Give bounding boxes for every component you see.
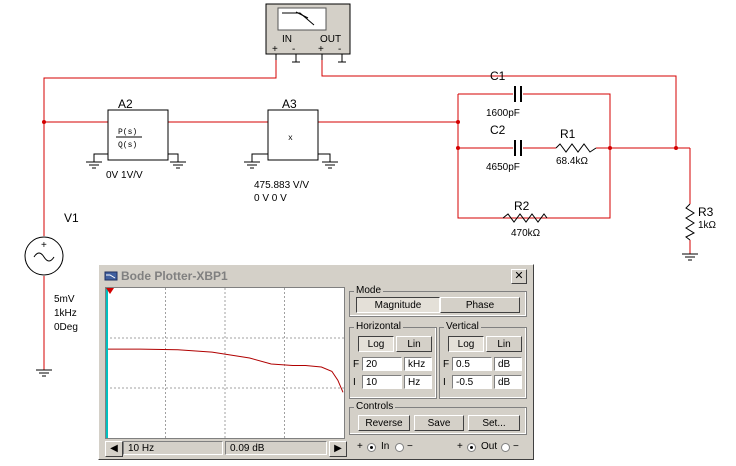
arrow-right-icon: ▶ xyxy=(334,443,342,454)
magnitude-button[interactable]: Magnitude xyxy=(356,297,440,313)
r3-value: 1kΩ xyxy=(698,220,717,231)
svg-text:-: - xyxy=(292,44,295,55)
horizontal-initial-input[interactable]: 10 xyxy=(362,375,402,389)
v1-frequency: 1kHz xyxy=(54,308,77,319)
terminals-row: + In − + Out − xyxy=(355,441,531,455)
out-label: Out xyxy=(481,441,498,452)
a3-gain: 475.883 V/V xyxy=(254,180,309,191)
xbp-in-label: IN xyxy=(282,34,292,45)
in-plus-label: + xyxy=(357,441,363,452)
out-minus-label: − xyxy=(513,441,519,452)
bode-title-bar[interactable]: Bode Plotter-XBP1 ✕ xyxy=(101,267,531,285)
cursor-db-readout: 0.09 dB xyxy=(225,441,327,455)
vertical-f-label: F xyxy=(443,359,450,370)
svg-text:+: + xyxy=(41,240,47,251)
mode-label: Mode xyxy=(354,285,384,296)
a2-params: 0V 1V/V xyxy=(106,170,143,181)
horizontal-label: Horizontal xyxy=(354,321,404,332)
horizontal-log-button[interactable]: Log xyxy=(358,336,394,352)
c1-value: 1600pF xyxy=(486,108,520,119)
horizontal-i-label: I xyxy=(353,377,356,388)
vertical-lin-button[interactable]: Lin xyxy=(486,336,522,352)
r2-resistor[interactable]: R2 470kΩ xyxy=(502,199,548,239)
horizontal-initial-unit[interactable]: Hz xyxy=(404,375,432,389)
r2-value: 470kΩ xyxy=(511,228,541,239)
reverse-button[interactable]: Reverse xyxy=(358,415,410,431)
a2-numerator: P(s) xyxy=(118,128,137,137)
c2-name: C2 xyxy=(490,123,506,137)
r3-resistor[interactable]: R3 1kΩ xyxy=(682,203,717,261)
in-minus-terminal[interactable] xyxy=(395,443,404,452)
a2-transfer-block[interactable]: A2 P(s) Q(s) 0V 1V/V xyxy=(86,97,186,181)
in-plus-terminal[interactable] xyxy=(367,443,376,452)
c1-name: C1 xyxy=(490,69,506,83)
a3-name: A3 xyxy=(282,97,297,111)
vertical-i-label: I xyxy=(443,377,446,388)
r2-name: R2 xyxy=(514,199,530,213)
out-plus-terminal[interactable] xyxy=(467,443,476,452)
arrow-left-icon: ◀ xyxy=(110,443,118,454)
horizontal-lin-button[interactable]: Lin xyxy=(396,336,432,352)
bode-plot-area[interactable] xyxy=(105,287,345,439)
cursor-frequency-readout: 10 Hz xyxy=(123,441,223,455)
v1-ac-source[interactable]: V1 + 5mV 1kHz 0Deg xyxy=(24,211,79,377)
cursor-status-bar: ◀ 10 Hz 0.09 dB ▶ xyxy=(105,441,347,457)
v1-phase: 0Deg xyxy=(54,322,78,333)
vertical-log-button[interactable]: Log xyxy=(448,336,484,352)
r3-name: R3 xyxy=(698,205,714,219)
bode-plot-svg xyxy=(106,288,344,438)
a2-name: A2 xyxy=(118,97,133,111)
xbp-out-label: OUT xyxy=(320,34,341,45)
junction-dots xyxy=(42,120,678,150)
horizontal-f-label: F xyxy=(353,359,360,370)
mode-group: Mode Magnitude Phase xyxy=(349,285,527,317)
bode-app-icon xyxy=(104,271,118,281)
vertical-final-input[interactable]: 0.5 xyxy=(452,357,492,371)
r1-resistor[interactable]: R1 68.4kΩ xyxy=(555,127,597,167)
out-plus-label: + xyxy=(457,441,463,452)
bode-plotter-window[interactable]: Bode Plotter-XBP1 ✕ ◀ 10 Hz 0.09 dB ▶ Mo… xyxy=(98,264,534,460)
c2-capacitor[interactable]: C2 4650pF xyxy=(486,123,522,173)
in-minus-label: − xyxy=(407,441,413,452)
horizontal-final-unit[interactable]: kHz xyxy=(404,357,432,371)
c1-capacitor[interactable]: C1 1600pF xyxy=(486,69,522,119)
r1-value: 68.4kΩ xyxy=(556,156,588,167)
set-button[interactable]: Set... xyxy=(468,415,520,431)
in-label: In xyxy=(381,441,390,452)
close-button[interactable]: ✕ xyxy=(511,269,527,284)
close-icon: ✕ xyxy=(514,270,524,282)
controls-group: Controls Reverse Save Set... xyxy=(349,401,527,435)
out-minus-terminal[interactable] xyxy=(501,443,510,452)
svg-text:-: - xyxy=(338,44,341,55)
v1-amplitude: 5mV xyxy=(54,294,75,305)
vertical-group: Vertical Log Lin F 0.5 dB I -0.5 dB xyxy=(439,321,527,399)
horizontal-final-input[interactable]: 20 xyxy=(362,357,402,371)
c2-value: 4650pF xyxy=(486,162,520,173)
a2-denominator: Q(s) xyxy=(118,141,137,150)
r1-name: R1 xyxy=(560,127,576,141)
save-button[interactable]: Save xyxy=(414,415,464,431)
controls-label: Controls xyxy=(354,401,396,412)
horizontal-group: Horizontal Log Lin F 20 kHz I 10 Hz xyxy=(349,321,437,399)
a3-symbol: x xyxy=(288,134,293,143)
vertical-label: Vertical xyxy=(444,321,481,332)
vertical-initial-unit[interactable]: dB xyxy=(494,375,522,389)
cursor-right-button[interactable]: ▶ xyxy=(329,441,347,457)
phase-button[interactable]: Phase xyxy=(440,297,520,313)
v1-name: V1 xyxy=(64,211,79,225)
cursor-marker-icon[interactable] xyxy=(106,288,114,294)
cursor-left-button[interactable]: ◀ xyxy=(105,441,123,457)
vertical-final-unit[interactable]: dB xyxy=(494,357,522,371)
bode-title: Bode Plotter-XBP1 xyxy=(121,269,228,283)
bode-plotter-instrument[interactable]: IN OUT + - + - xyxy=(265,3,351,63)
a3-offset: 0 V 0 V xyxy=(254,193,287,204)
svg-text:+: + xyxy=(272,44,278,55)
svg-text:+: + xyxy=(318,44,324,55)
a3-multiplier-block[interactable]: A3 x 475.883 V/V 0 V 0 V xyxy=(244,97,338,204)
magnitude-trace xyxy=(106,348,344,393)
vertical-initial-input[interactable]: -0.5 xyxy=(452,375,492,389)
